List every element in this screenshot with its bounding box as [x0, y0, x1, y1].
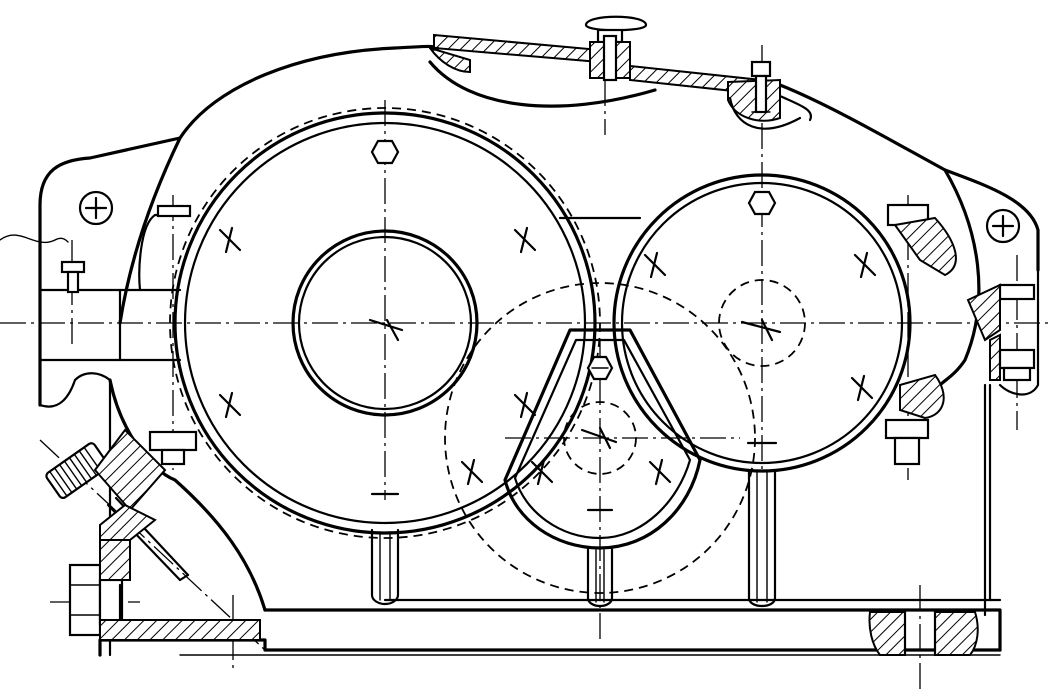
large-gear: [169, 107, 601, 539]
flange-bolts: [60, 203, 1036, 466]
right-gear: [612, 173, 912, 473]
cover-bolt: [750, 60, 772, 114]
lifting-lug-left: [78, 190, 114, 226]
oil-dipstick: [45, 428, 190, 582]
vent-plug: [584, 15, 648, 82]
drain-plug: [68, 539, 261, 641]
bolt-hex-top-left: [370, 139, 400, 165]
foundation-base: [868, 610, 979, 657]
lifting-lug-right: [985, 208, 1021, 244]
ribs: [370, 468, 777, 608]
bolt-hex-top-right: [747, 190, 777, 216]
housing-outline: [38, 44, 1040, 657]
bolt-hex-center: [586, 355, 614, 381]
break-line: [0, 234, 69, 244]
